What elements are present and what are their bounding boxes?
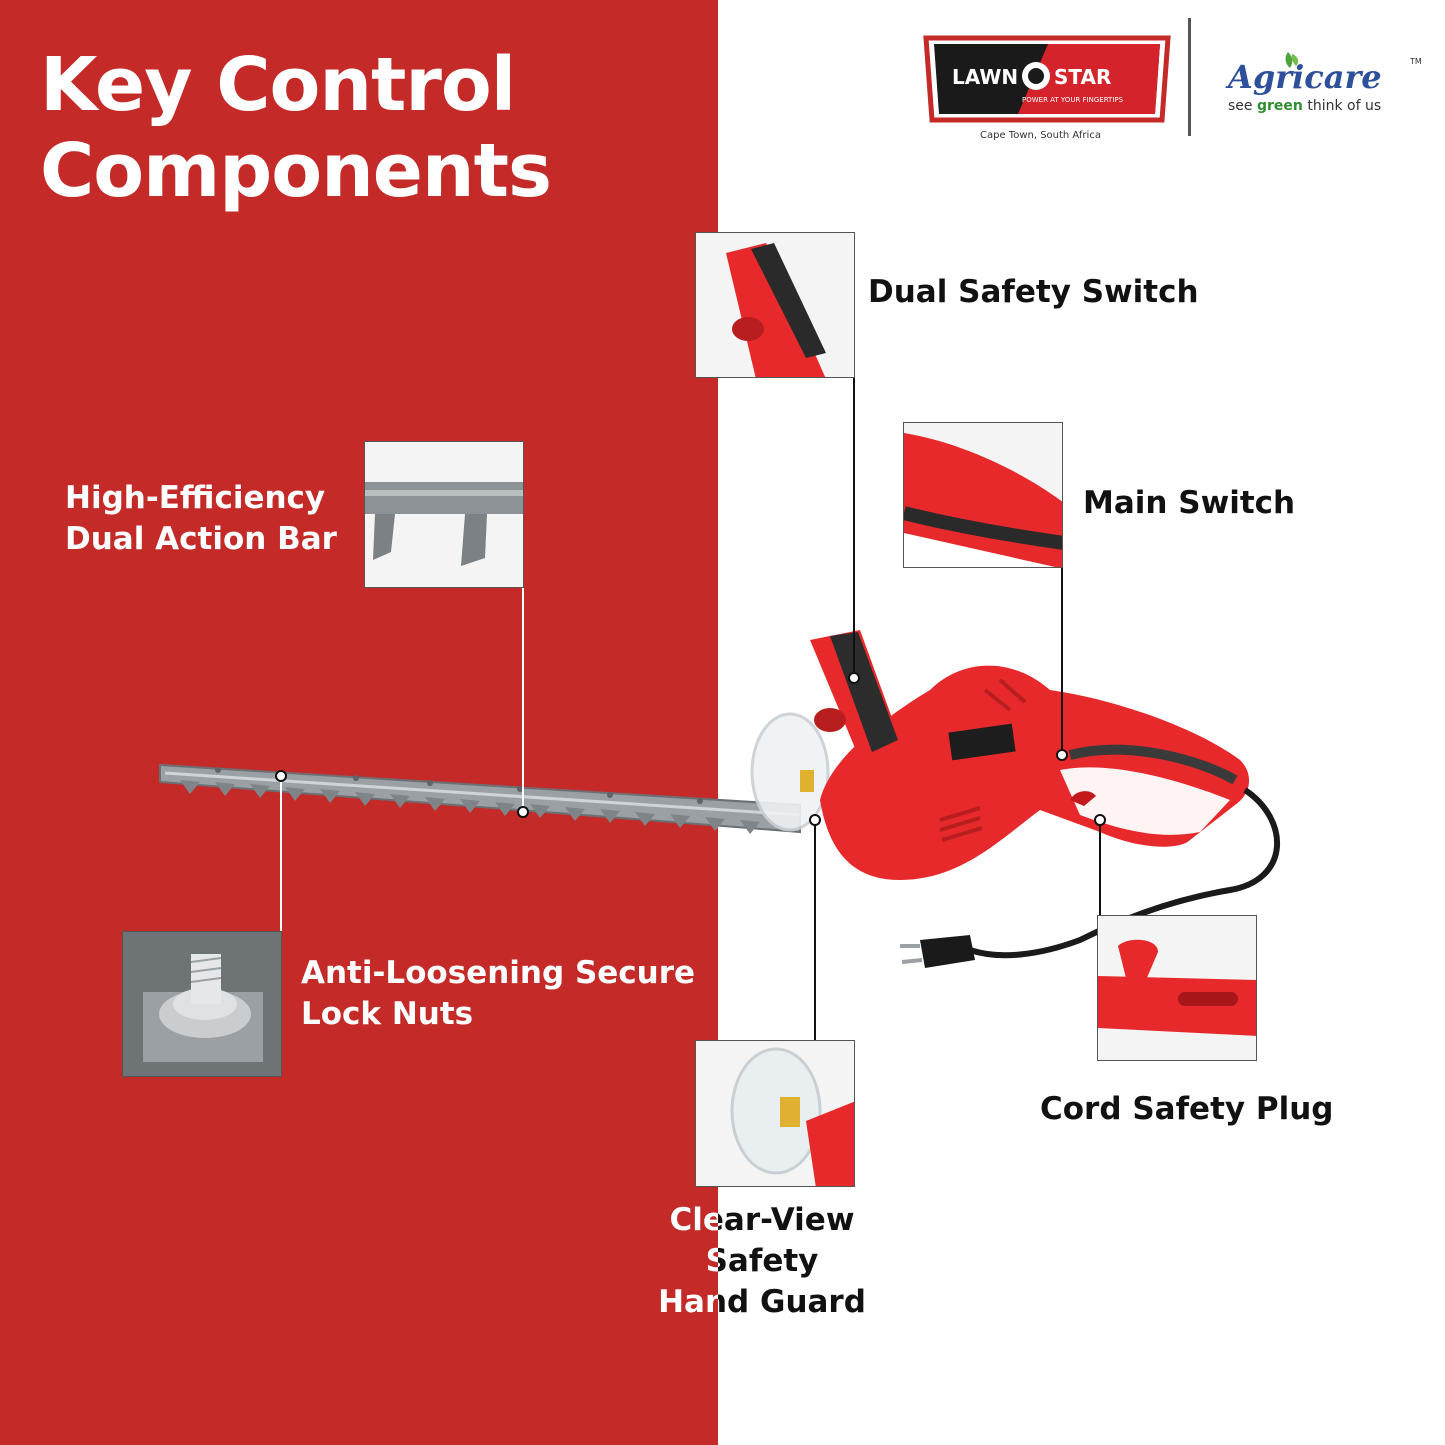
trimmer-body (810, 630, 1250, 880)
svg-text:see green think of us: see green think of us (1228, 98, 1381, 114)
power-cord (900, 787, 1280, 968)
callout-line-dual-action-bar (522, 588, 524, 810)
callout-dot-hand-guard (809, 814, 821, 826)
hand-guard-inset (695, 1040, 855, 1187)
dual-action-bar-label-line-1: High-Efficiency (65, 480, 326, 516)
lock-nuts-label: Anti-Loosening Secure Lock Nuts (301, 953, 695, 1035)
svg-text:LAWN: LAWN (952, 65, 1018, 89)
hand-guard-label: Clear-View Safety Hand Guard (622, 1200, 902, 1323)
callout-line-cord-plug (1099, 820, 1101, 915)
title-line-2: Components (40, 128, 552, 214)
cord-safety-plug-inset (1097, 915, 1257, 1061)
agricare-logo: Agricare TM see green think of us (1222, 48, 1432, 128)
callout-dot-dual-safety (848, 672, 860, 684)
svg-text:TM: TM (1409, 57, 1422, 66)
logo-divider (1188, 18, 1191, 136)
callout-dot-main-switch (1056, 749, 1068, 761)
callout-dot-dual-action-bar (517, 806, 529, 818)
hand-guard-label-line-1: Clear-View Safety (622, 1200, 902, 1282)
svg-text:Cape Town, South Africa: Cape Town, South Africa (980, 130, 1101, 141)
lawnstar-logo: LAWN STAR POWER AT YOUR FINGERTIPS Cape … (918, 28, 1178, 148)
hand-guard-label-line-2: Hand Guard (622, 1282, 902, 1323)
callout-line-lock-nuts (280, 776, 282, 931)
svg-text:STAR: STAR (1054, 65, 1111, 89)
callout-line-hand-guard (814, 820, 816, 1040)
svg-text:Agricare: Agricare (1225, 58, 1382, 96)
callout-dot-lock-nuts (275, 770, 287, 782)
dual-safety-switch-inset (695, 232, 855, 378)
lock-nuts-inset (122, 931, 282, 1077)
lock-nuts-label-line-2: Lock Nuts (301, 996, 474, 1032)
dual-action-bar-label-line-2: Dual Action Bar (65, 521, 337, 557)
title-line-1: Key Control (40, 42, 516, 128)
dual-action-bar-label: High-Efficiency Dual Action Bar (65, 478, 337, 560)
callout-line-dual-safety (853, 378, 855, 678)
svg-text:POWER AT YOUR FINGERTIPS: POWER AT YOUR FINGERTIPS (1022, 96, 1124, 104)
dual-safety-switch-label: Dual Safety Switch (868, 274, 1199, 310)
cutting-blade (159, 763, 801, 834)
dual-action-bar-inset (364, 441, 524, 588)
callout-dot-cord-plug (1094, 814, 1106, 826)
lock-nuts-label-line-1: Anti-Loosening Secure (301, 955, 696, 991)
main-switch-label: Main Switch (1083, 485, 1296, 521)
red-background-panel (0, 0, 718, 1445)
main-switch-inset (903, 422, 1063, 568)
page-title: Key Control Components (40, 42, 552, 214)
hand-guard (750, 712, 830, 832)
callout-line-main-switch (1061, 568, 1063, 756)
cord-safety-plug-label: Cord Safety Plug (1040, 1091, 1334, 1127)
